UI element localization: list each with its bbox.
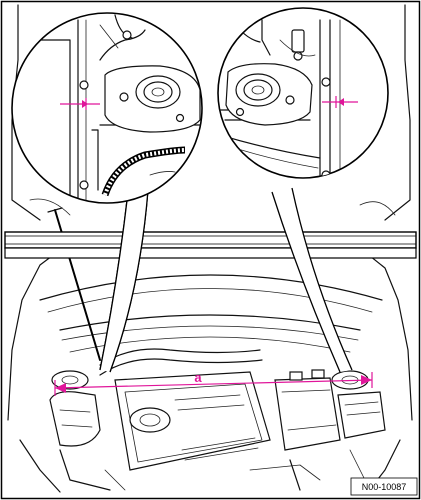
engine-bay-scene [7,207,413,493]
dimension-a: a [54,370,373,396]
reference-code: N00-10087 [362,482,407,492]
dimension-a-label: a [194,370,202,385]
right-detail-callout [217,7,389,179]
reference-code-box: N00-10087 [350,477,418,496]
cross-brace [4,231,417,259]
right-callout-leader [271,191,341,373]
left-detail-callout [11,12,203,204]
